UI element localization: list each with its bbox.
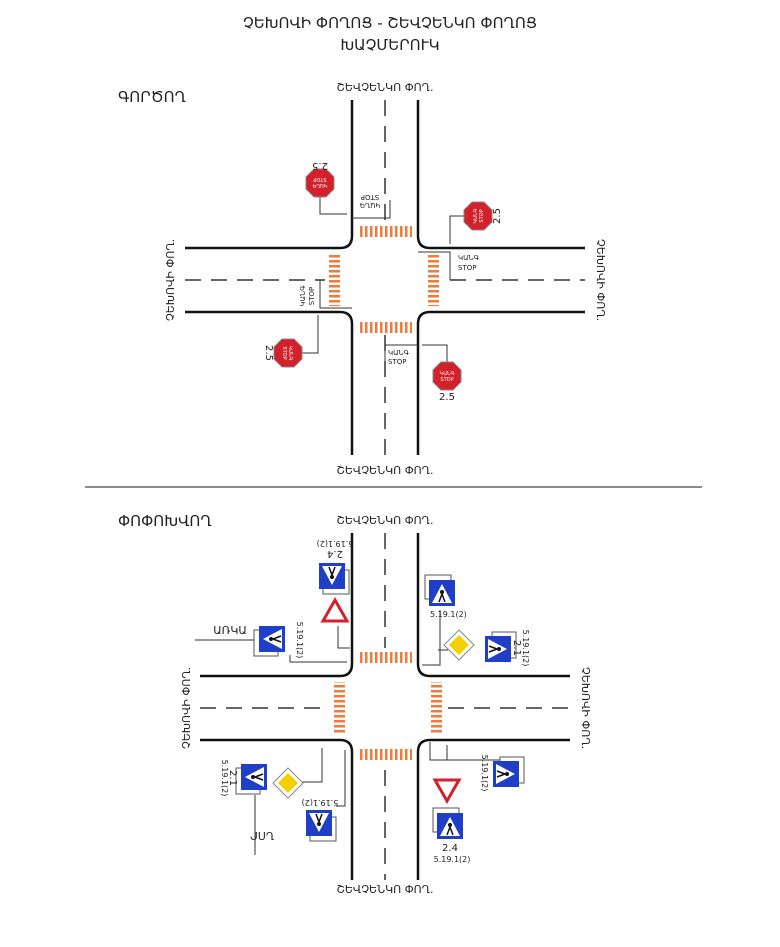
stop-line-label: ԿԱՆԳ	[458, 254, 480, 262]
sign-code: 5.19.1(2)	[302, 798, 339, 807]
stop-line-label: STOP	[458, 264, 476, 272]
road-label-top: ՇԵՎՉԵՆԿՈ ՓՈՂ.	[337, 514, 434, 527]
crosswalk	[360, 652, 412, 663]
road-label-right: ՉԵԽՈՎԻ ՓՈՂ.	[579, 667, 592, 749]
stop-line-label: ԿԱՆԳ	[359, 201, 381, 209]
stop-line-label: STOP	[308, 287, 316, 305]
crosswalk	[334, 682, 345, 734]
stop-sign-icon	[463, 201, 493, 231]
pedestrian-crossing-sign-icon	[253, 625, 286, 657]
road-label-top: ՇԵՎՉԵՆԿՈ ՓՈՂ.	[337, 81, 434, 94]
existing-label: ԳՈՐԾՈՂ	[118, 88, 186, 106]
pedestrian-crossing-sign-icon	[432, 807, 464, 840]
pedestrian-crossing-sign-icon	[305, 809, 337, 842]
existing-intersection: ԳՈՐԾՈՂ ՇԵՎՉԵՆԿՈ ՓՈՂ. ՇԵՎՉԵՆԿՈ ՓՈՂ. ՉԵԽՈՎ…	[118, 81, 607, 477]
title-line1: ՉԵԽՈՎԻ ՓՈՂՈՑ - ՇԵՎՉԵՆԿՈ ՓՈՂՈՑ	[243, 14, 537, 32]
new-tag: ՆՈՐ	[250, 829, 274, 842]
pedestrian-crossing-sign-icon	[235, 763, 268, 795]
stop-sign-icon	[305, 168, 335, 198]
sign-code: 2.4	[327, 548, 343, 559]
road-label-right: ՉԵԽՈՎԻ ՓՈՂ.	[594, 239, 607, 321]
road-label-bottom: ՇԵՎՉԵՆԿՈ ՓՈՂ.	[337, 464, 434, 477]
title-line2: ԽԱՉՄԵՐՈՒԿ	[340, 36, 439, 54]
sign-code: 2.4	[442, 843, 458, 854]
crosswalk	[431, 682, 442, 734]
stop-sign-icon	[273, 338, 303, 368]
stop-line-label: STOP	[361, 193, 379, 201]
sign-code: 2.5	[312, 160, 328, 171]
crosswalk	[360, 322, 412, 333]
proposed-label: ՓՈՓՈԽՎՈՂ	[118, 512, 212, 530]
crosswalk	[360, 749, 412, 760]
sign-code: 2.1	[227, 770, 238, 786]
crosswalk	[428, 254, 439, 306]
pedestrian-crossing-sign-icon	[492, 756, 525, 788]
stop-sign-icon	[432, 361, 462, 391]
road-label-left: ՉԵԽՈՎԻ ՓՈՂ.	[180, 667, 193, 749]
main-road-sign-icon	[443, 629, 475, 661]
sign-code: 5.19.1(2)	[220, 760, 229, 797]
stop-line-label: ԿԱՆԳ	[388, 349, 410, 357]
sign-code: 2.1	[511, 640, 522, 656]
stop-line-label: ԿԱՆԳ	[299, 285, 307, 307]
sign-code: 5.19.1(2)	[430, 610, 467, 619]
sign-code: 2.5	[263, 345, 274, 361]
crosswalk	[360, 226, 412, 237]
proposed-intersection: ՓՈՓՈԽՎՈՂ ՇԵՎՉԵՆԿՈ ՓՈՂ. ՇԵՎՉԵՆԿՈ ՓՈՂ. ՉԵԽ…	[118, 512, 592, 896]
sign-code: 2.5	[492, 208, 503, 224]
sign-code: 5.19.1(2)	[480, 755, 489, 792]
yield-sign-icon	[321, 598, 349, 623]
pedestrian-crossing-sign-icon	[318, 562, 350, 595]
sign-code: 5.19.1(2)	[295, 622, 304, 659]
sign-code: 2.5	[439, 392, 455, 403]
existing-tag: ԱՌԿԱ	[213, 624, 247, 637]
pedestrian-crossing-sign-icon	[424, 574, 456, 607]
stop-line-label: STOP	[388, 358, 406, 366]
sign-code: 5.19.1(2)	[317, 539, 354, 548]
road-label-bottom: ՇԵՎՉԵՆԿՈ ՓՈՂ.	[337, 883, 434, 896]
main-road-sign-icon	[272, 767, 304, 799]
sign-code: 5.19.1(2)	[434, 855, 471, 864]
sign-code: 5.19.1(2)	[521, 630, 530, 667]
road-label-left: ՉԵԽՈՎԻ ՓՈՂ.	[164, 239, 177, 321]
yield-sign-icon	[433, 778, 461, 803]
crosswalk	[329, 254, 340, 306]
